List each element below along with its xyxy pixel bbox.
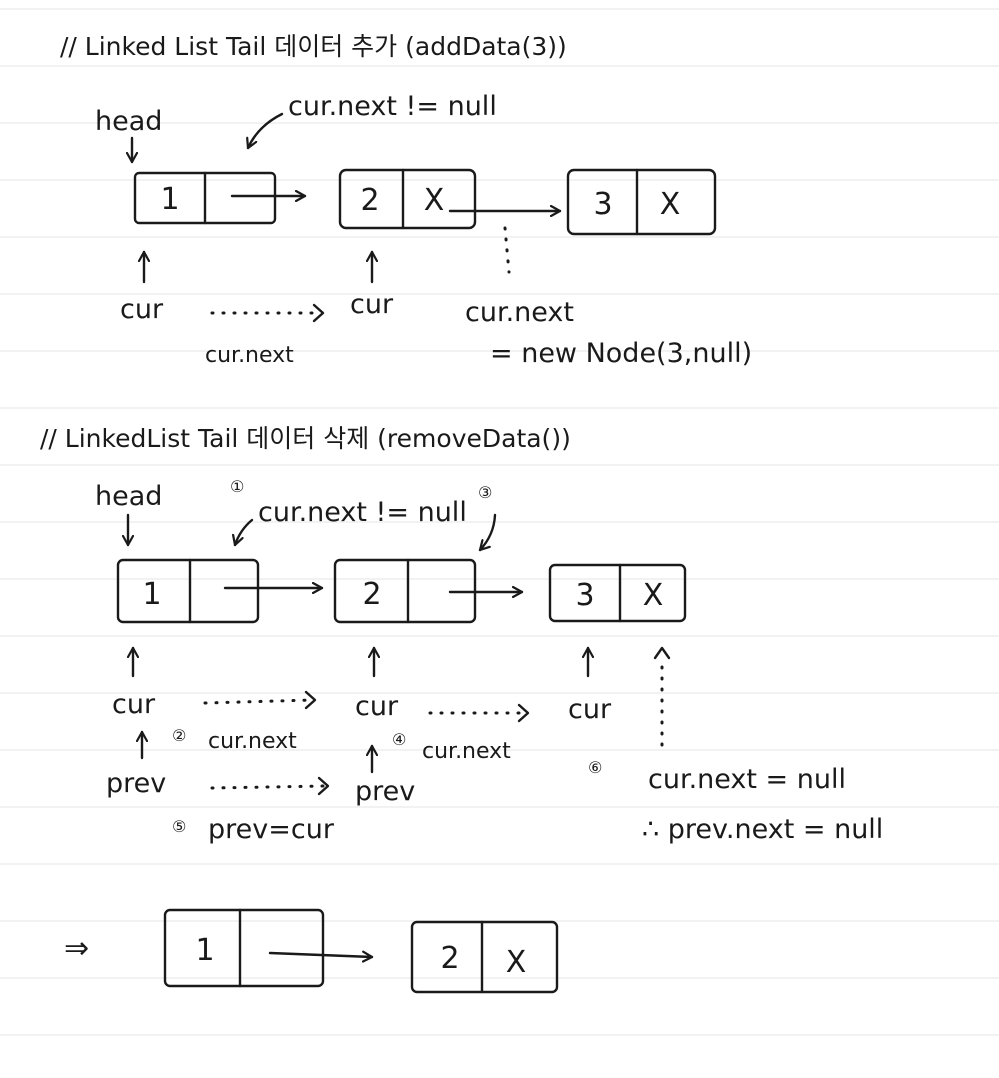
- new-node-assignment: = new Node(3,null): [490, 338, 752, 369]
- ruled-lines: [0, 8, 999, 1036]
- node-3-next: X: [660, 187, 681, 222]
- new-node-label: cur.next: [465, 297, 574, 328]
- remove-node-1-value: 1: [142, 577, 161, 612]
- end-condition: cur.next = null: [648, 764, 846, 795]
- loop-condition-arrow-2a: [235, 518, 254, 547]
- remove-node-3: 3 X: [548, 563, 687, 623]
- cur-next-step-label: cur.next: [205, 343, 294, 368]
- cur-label-b: cur: [355, 691, 399, 722]
- section-add-data: // Linked List Tail 데이터 추가 (addData(3)) …: [60, 32, 752, 369]
- cur-next-label-a: cur.next: [208, 729, 297, 754]
- step-mark-4: ④: [392, 730, 406, 749]
- node-1-value: 1: [160, 182, 179, 217]
- loop-condition: cur.next != null: [288, 91, 497, 122]
- remove-node-3-value: 3: [575, 578, 594, 613]
- node-3-value: 3: [593, 187, 612, 222]
- remove-node-1: 1: [116, 558, 260, 624]
- prev-advance: [210, 784, 327, 790]
- implies-symbol: ⇒: [64, 931, 89, 966]
- cur-advance-a: [203, 698, 314, 705]
- cur-advance-b-head: [517, 703, 530, 723]
- dotted-pointer-new-node: [503, 226, 511, 274]
- result-node-1-value: 1: [195, 933, 214, 968]
- head-label: head: [95, 106, 162, 137]
- step-mark-6: ⑥: [588, 758, 602, 777]
- conclusion: ∴ prev.next = null: [642, 814, 883, 845]
- cur-advance-a-head: [304, 690, 317, 710]
- head-label-2: head: [95, 481, 162, 512]
- step-mark-5: ⑤: [172, 817, 186, 836]
- result-link: [268, 953, 374, 957]
- cur-label-c: cur: [568, 694, 612, 725]
- prev-advance-head: [317, 776, 330, 796]
- remove-node-2-value: 2: [362, 577, 381, 612]
- node-3-new: 3 X: [566, 168, 717, 236]
- cur-label-1: cur: [120, 294, 164, 325]
- step-mark-3: ③: [478, 483, 492, 502]
- cur-next-label-b: cur.next: [422, 739, 511, 764]
- cur-label-a: cur: [112, 689, 156, 720]
- result-node-1: 1: [163, 908, 325, 988]
- loop-condition-arrow: [248, 112, 284, 150]
- node-1: 1: [133, 171, 277, 225]
- prev-assign: prev=cur: [208, 814, 335, 845]
- node-2-next: X: [424, 183, 445, 218]
- result-node-2-value: 2: [440, 941, 459, 976]
- section2-heading: // LinkedList Tail 데이터 삭제 (removeData()): [40, 424, 571, 453]
- cur-advance-arrowhead: [312, 303, 325, 323]
- result-list: ⇒ 1 2 X: [64, 908, 559, 994]
- prev-label-a: prev: [106, 768, 166, 799]
- loop-condition-2: cur.next != null: [258, 497, 467, 528]
- loop-condition-arrow-2b: [478, 513, 497, 552]
- node-2: 2 X: [338, 168, 477, 230]
- dotted-next-arrowhead: [653, 646, 671, 660]
- step-mark-1: ①: [230, 477, 244, 496]
- section-remove-data: // LinkedList Tail 데이터 삭제 (removeData())…: [40, 424, 883, 845]
- remove-node-3-next: X: [643, 578, 664, 613]
- prev-label-b: prev: [355, 776, 415, 807]
- result-node-2-next: X: [506, 945, 527, 980]
- step-mark-2: ②: [172, 726, 186, 745]
- result-node-2: 2 X: [410, 920, 559, 994]
- section1-heading: // Linked List Tail 데이터 추가 (addData(3)): [60, 32, 567, 61]
- cur-label-2: cur: [350, 289, 394, 320]
- node-2-value: 2: [360, 183, 379, 218]
